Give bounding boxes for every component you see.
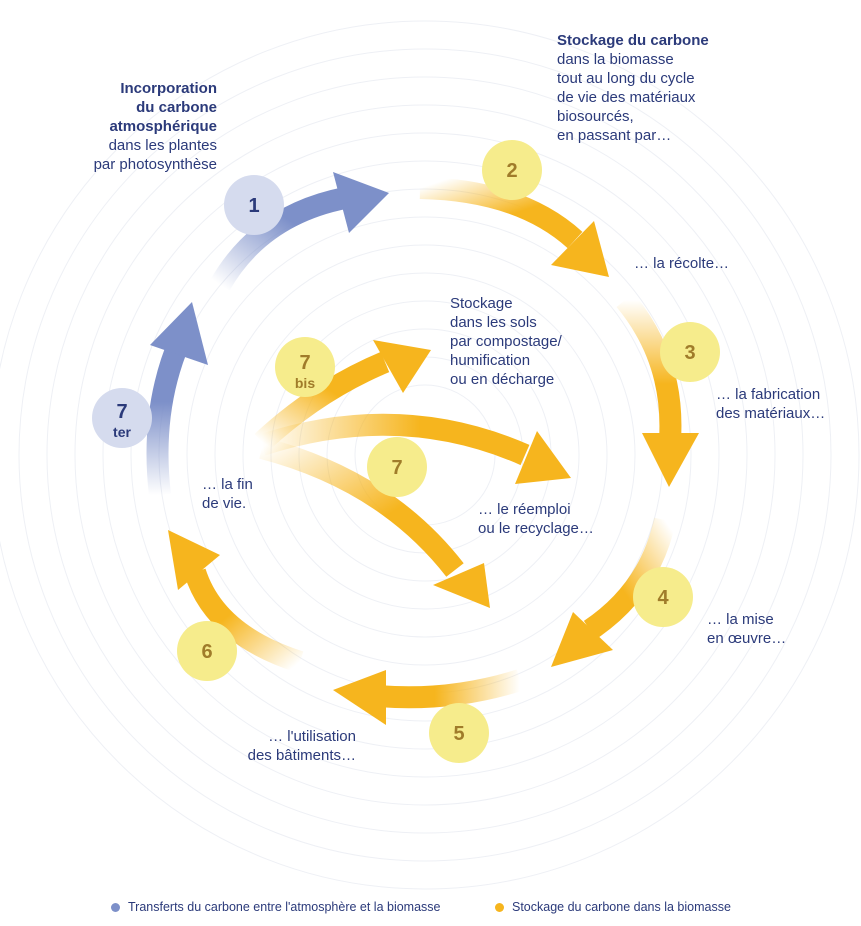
step-4-badge: 4 <box>633 567 693 627</box>
step-4-number: 4 <box>657 587 669 609</box>
label-sols: Stockage dans les sols par compostage/ h… <box>450 294 562 389</box>
step-5-number: 5 <box>453 723 464 745</box>
label-step1-bold-1: Incorporation <box>120 80 217 97</box>
step-5-badge: 5 <box>429 703 489 763</box>
arrow-7ter-shaft <box>146 335 191 497</box>
background-ring <box>0 20 860 890</box>
step-2-number: 2 <box>506 160 517 182</box>
arrow-4-head <box>551 612 613 667</box>
label-step2-normal-2: tout au long du cycle <box>557 70 695 87</box>
arrow-1-head <box>333 172 389 233</box>
label-step2-normal-4: biosourcés, <box>557 108 634 125</box>
background-ring <box>242 272 608 638</box>
arrow-5-head <box>333 670 386 725</box>
label-fabrication-1: … la fabrication <box>716 386 821 403</box>
label-step2-normal-5: en passant par… <box>557 127 672 144</box>
step-7ter-number: 7 <box>116 401 127 423</box>
label-sols-2: dans les sols <box>450 314 537 331</box>
legend-blue-dot <box>111 902 120 912</box>
label-step2: Stockage du carbone dans la biomasse tou… <box>557 31 709 145</box>
label-sols-1: Stockage <box>450 295 513 312</box>
arrow-6-head <box>168 530 220 590</box>
arrow-6-shaft <box>184 568 304 673</box>
label-fin-vie-1: … la fin <box>202 476 253 493</box>
arrow-7c-shaft <box>259 437 464 577</box>
step-7-badge: 7 <box>367 437 427 497</box>
legend-blue: Transferts du carbone entre l'atmosphère… <box>111 900 441 914</box>
arrow-7c-head <box>433 563 490 608</box>
arrow-5-shaft <box>377 669 524 709</box>
background-ring <box>18 48 832 862</box>
label-fin-vie-2: de vie. <box>202 495 247 512</box>
label-fabrication-2: des matériaux… <box>716 405 826 422</box>
step-6-badge: 6 <box>177 621 237 681</box>
legend-blue-text: Transferts du carbone entre l'atmosphère… <box>128 900 441 914</box>
arrow-3-head <box>642 433 699 487</box>
arrow-7-shaft <box>258 413 530 466</box>
label-reemploi-1: … le réemploi <box>478 501 571 518</box>
arrow-3-shaft <box>616 292 682 441</box>
label-recolte-text: … la récolte… <box>634 255 730 272</box>
step-7bis-number: 7 <box>299 352 310 374</box>
legend-yellow-text: Stockage du carbone dans la biomasse <box>512 900 731 914</box>
label-utilisation-2: des bâtiments… <box>247 747 356 764</box>
label-sols-5: ou en décharge <box>450 371 555 388</box>
arrow-2-head <box>551 221 609 277</box>
label-sols-4: humification <box>450 352 531 369</box>
label-step2-bold-1: Stockage du carbone <box>557 32 709 49</box>
label-fin-vie: … la fin de vie. <box>202 475 253 513</box>
step-7bis-badge: 7 bis <box>275 337 335 397</box>
arrow-7bis-head <box>373 340 431 393</box>
label-step1-normal-2: par photosynthèse <box>93 156 217 173</box>
label-step2-normal-3: de vie des matériaux <box>557 89 696 106</box>
label-step1: Incorporation du carbone atmosphérique d… <box>94 79 217 174</box>
label-sols-3: par compostage/ <box>450 333 562 350</box>
arrow-7ter-head <box>150 302 208 365</box>
background-ring <box>214 244 636 666</box>
step-2-badge: 2 <box>482 140 542 200</box>
label-step1-bold-2: du carbone <box>136 99 217 116</box>
label-reemploi-2: ou le recyclage… <box>478 520 594 537</box>
background-ring <box>46 76 804 834</box>
arrow-7-head <box>515 431 571 484</box>
label-reemploi: … le réemploi ou le recyclage… <box>478 500 594 538</box>
step-7ter-badge: 7 ter <box>92 388 152 448</box>
label-utilisation: … l'utilisation des bâtiments… <box>248 727 356 765</box>
label-mise-oeuvre: … la mise en œuvre… <box>707 610 786 648</box>
background-ring <box>74 104 776 806</box>
label-mise-oeuvre-1: … la mise <box>707 611 774 628</box>
legend-yellow-dot <box>495 902 504 912</box>
label-step2-normal-1: dans la biomasse <box>557 51 674 68</box>
label-fabrication: … la fabrication des matériaux… <box>716 385 825 423</box>
label-recolte: … la récolte… <box>634 254 729 273</box>
arrow-2-shaft <box>419 177 583 249</box>
label-step1-normal-1: dans les plantes <box>108 137 217 154</box>
step-1-badge: 1 <box>224 175 284 235</box>
label-utilisation-1: … l'utilisation <box>268 728 356 745</box>
background-ring <box>130 160 720 750</box>
step-1-number: 1 <box>248 195 259 217</box>
arrows <box>146 172 699 725</box>
step-7ter-sub: ter <box>113 424 131 440</box>
label-mise-oeuvre-2: en œuvre… <box>707 630 787 647</box>
background-ring <box>102 132 748 778</box>
step-3-number: 3 <box>684 342 695 364</box>
legend-yellow: Stockage du carbone dans la biomasse <box>495 900 731 914</box>
step-3-badge: 3 <box>660 322 720 382</box>
step-6-number: 6 <box>201 641 212 663</box>
step-7bis-sub: bis <box>295 375 315 391</box>
step-7-number: 7 <box>391 457 402 479</box>
label-step1-bold-3: atmosphérique <box>109 118 217 135</box>
